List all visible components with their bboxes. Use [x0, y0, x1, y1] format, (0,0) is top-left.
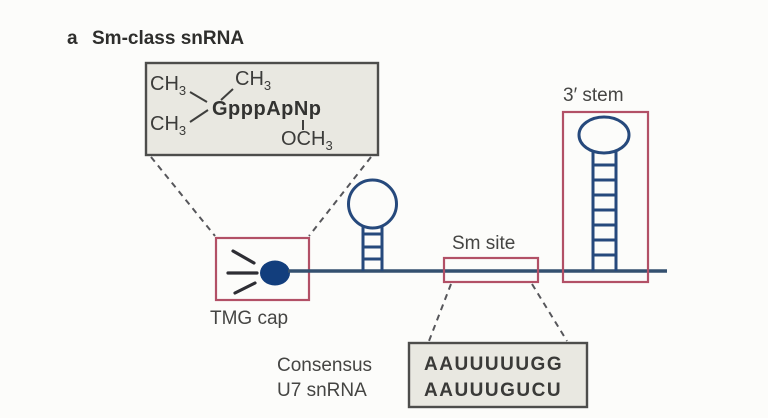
stem-loop-loop	[347, 178, 398, 230]
consensus-caption-line1: Consensus	[277, 355, 372, 376]
methyl-group-top-right: CH3	[235, 68, 271, 93]
zoom-leader-line-left	[150, 156, 216, 237]
methyl-subscript: 3	[264, 78, 271, 93]
cap-structure-box	[144, 61, 380, 157]
page-title: Sm-class snRNA	[92, 28, 244, 49]
methyl-text: CH	[235, 68, 264, 90]
tmg-cap-dot	[260, 260, 290, 286]
bond-line	[189, 91, 208, 103]
internal-stem-loop	[347, 178, 398, 271]
methyl-group-top-left: CH3	[150, 73, 186, 98]
consensus-sequence-box	[407, 341, 589, 409]
three-prime-stem-box	[561, 110, 650, 284]
consensus-sequence: AAUUUUUGG	[424, 354, 563, 375]
three-prime-stem-label: 3′ stem	[563, 85, 624, 106]
bond-line	[220, 88, 234, 101]
bond-line	[189, 109, 209, 123]
stem-loop-loop	[577, 115, 631, 155]
cap-core-formula: GpppApNp	[212, 98, 322, 120]
omethyl-subscript: 3	[325, 138, 332, 153]
methyl-text: CH	[150, 73, 179, 95]
sm-site-leader-line-left	[428, 283, 452, 342]
consensus-caption-line2: U7 snRNA	[277, 380, 367, 401]
sm-site-box	[442, 256, 540, 284]
tmg-cap-label: TMG cap	[210, 308, 288, 329]
omethyl-group: OCH3	[281, 128, 333, 153]
methyl-ray-top	[231, 249, 256, 265]
sm-site-leader-line-right	[531, 283, 568, 342]
methyl-text: CH	[150, 113, 179, 135]
omethyl-text: OCH	[281, 128, 325, 150]
methyl-subscript: 3	[179, 83, 186, 98]
three-prime-stem-loop	[577, 115, 631, 271]
methyl-ray-bottom	[233, 281, 257, 295]
sm-site-label: Sm site	[452, 233, 515, 254]
u7-sequence: AAUUUGUCU	[424, 380, 562, 401]
zoom-leader-line-right	[308, 156, 372, 237]
tmg-cap-box	[214, 236, 311, 302]
methyl-group-bottom-left: CH3	[150, 113, 186, 138]
methyl-subscript: 3	[179, 123, 186, 138]
panel-letter: a	[67, 28, 78, 49]
